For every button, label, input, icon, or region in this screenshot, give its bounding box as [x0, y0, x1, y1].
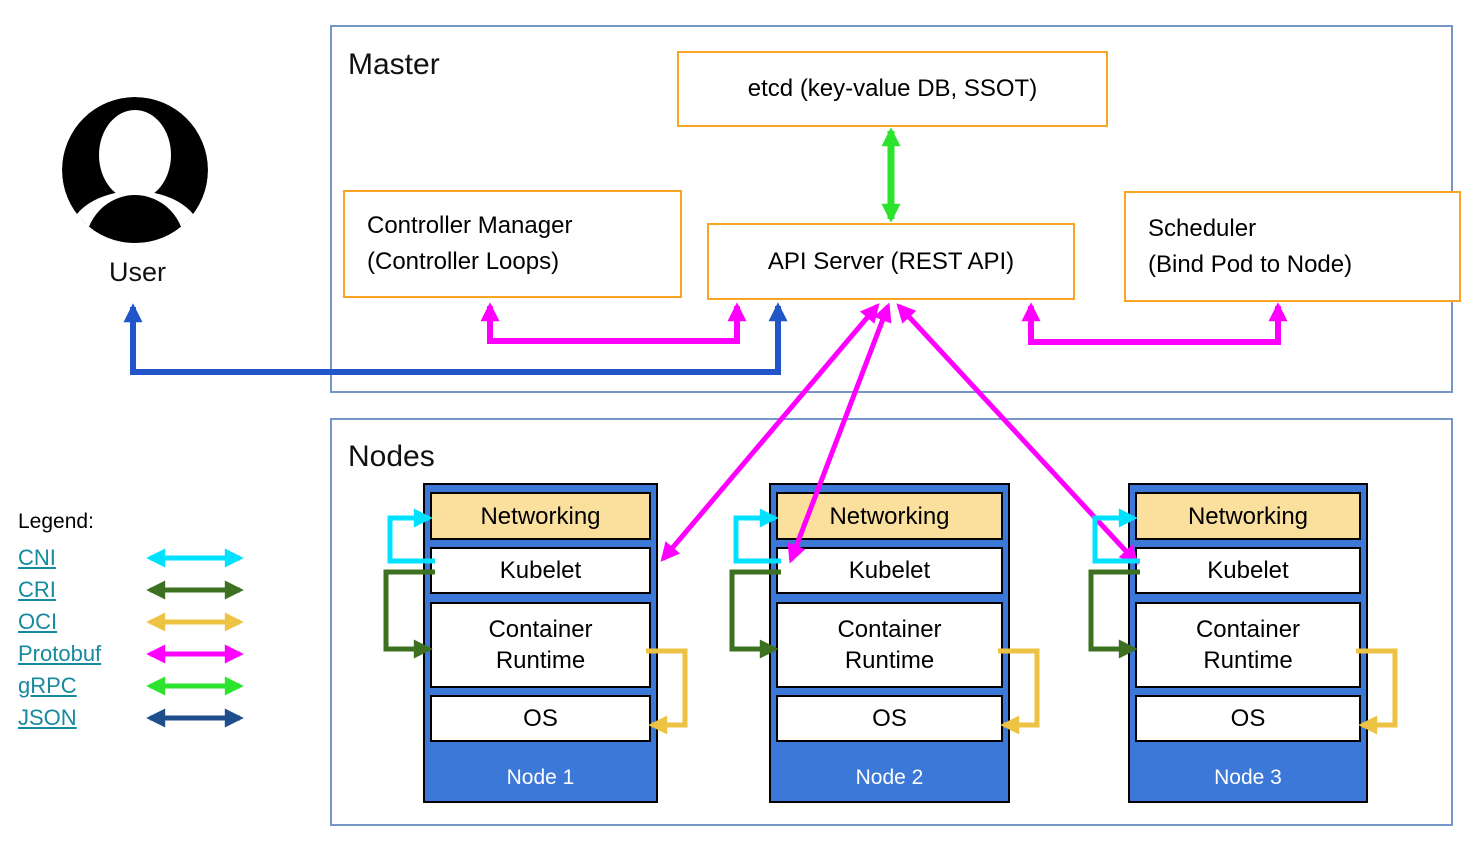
node-2-name: Node 2 [855, 766, 924, 789]
node-1-container-runtime-layer: Container Runtime [430, 602, 651, 688]
node-1-networking-layer: Networking [430, 492, 651, 540]
node-3-networking-layer: Networking [1135, 492, 1361, 540]
node-2: Networking Kubelet Container Runtime OS … [769, 483, 1010, 803]
legend-title: Legend: [18, 510, 94, 533]
api-server-label: API Server (REST API) [767, 247, 1015, 275]
node-1-os-layer: OS [430, 695, 651, 742]
legend-link-cri[interactable]: CRI [18, 577, 56, 602]
legend-link-json[interactable]: JSON [18, 705, 77, 730]
nodes-frame [330, 418, 1453, 826]
legend-link-protobuf[interactable]: Protobuf [18, 641, 102, 666]
controller-manager-label: Controller Manager (Controller Loops) [367, 212, 573, 275]
node-1: Networking Kubelet Container Runtime OS … [423, 483, 658, 803]
nodes-title: Nodes [348, 440, 435, 473]
node-3: Networking Kubelet Container Runtime OS … [1128, 483, 1368, 803]
legend-item-oci: OCI [18, 606, 57, 638]
scheduler-label: Scheduler (Bind Pod to Node) [1148, 214, 1353, 278]
legend-link-oci[interactable]: OCI [18, 609, 58, 634]
node-1-kubelet-layer: Kubelet [430, 547, 651, 594]
legend-item-cri: CRI [18, 574, 56, 606]
legend-link-cni[interactable]: CNI [18, 545, 56, 570]
legend-item-cni: CNI [18, 542, 56, 574]
user-label: User [108, 257, 166, 287]
legend-item-json: JSON [18, 702, 77, 734]
node-3-os-layer: OS [1135, 695, 1361, 742]
scheduler-box: Scheduler (Bind Pod to Node) [1124, 191, 1461, 302]
api-server-box: API Server (REST API) [707, 223, 1075, 300]
node-2-kubelet-layer: Kubelet [776, 547, 1003, 594]
node-2-container-runtime-layer: Container Runtime [776, 602, 1003, 688]
user-icon [60, 95, 215, 295]
legend-item-grpc: gRPC [18, 670, 77, 702]
node-3-container-runtime-layer: Container Runtime [1135, 602, 1361, 688]
node-3-kubelet-layer: Kubelet [1135, 547, 1361, 594]
controller-manager-box: Controller Manager (Controller Loops) [343, 190, 682, 298]
etcd-label: etcd (key-value DB, SSOT) [747, 75, 1038, 102]
node-2-os-layer: OS [776, 695, 1003, 742]
node-2-networking-layer: Networking [776, 492, 1003, 540]
node-1-name: Node 1 [506, 766, 575, 789]
legend-link-grpc[interactable]: gRPC [18, 673, 77, 698]
etcd-box: etcd (key-value DB, SSOT) [677, 51, 1108, 127]
legend-item-protobuf: Protobuf [18, 638, 101, 670]
node-3-name: Node 3 [1214, 766, 1282, 789]
master-title: Master [348, 48, 440, 81]
